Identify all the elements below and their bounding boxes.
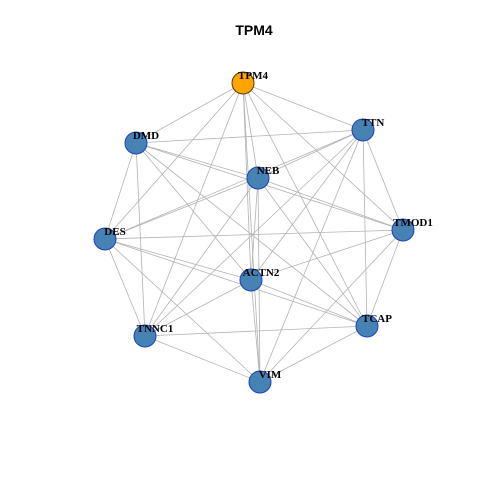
edge-tpm4-vim (242, 82, 261, 383)
node-neb[interactable] (246, 166, 270, 190)
edge-tpm4-des (104, 82, 244, 240)
edge-tpm4-tnnc1 (144, 82, 244, 337)
edge-tnnc1-vim (144, 335, 261, 383)
edge-dmd-actn2 (135, 142, 252, 281)
node-label-tcap: TCAP (362, 313, 392, 325)
node-ttn[interactable] (351, 118, 375, 142)
edge-tmod1-tcap (366, 229, 404, 327)
node-tmod1[interactable] (391, 218, 415, 242)
edge-tmod1-vim (259, 229, 404, 383)
node-des[interactable] (93, 227, 117, 251)
edge-des-actn2 (104, 238, 252, 281)
edge-dmd-tnnc1 (135, 142, 146, 337)
edge-ttn-tmod1 (362, 129, 404, 231)
node-dmd[interactable] (124, 131, 148, 155)
node-layer (93, 71, 415, 394)
edge-tmod1-actn2 (250, 229, 404, 281)
edge-neb-tcap (257, 177, 368, 327)
edge-neb-des (104, 177, 259, 240)
node-label-tnnc1: TNNC1 (137, 323, 174, 335)
edge-ttn-tcap (362, 129, 368, 327)
edge-tpm4-actn2 (242, 82, 252, 281)
node-label-ttn: TTN (362, 117, 385, 129)
edge-tpm4-ttn (242, 82, 364, 131)
edge-tcap-tnnc1 (144, 325, 368, 337)
edge-tmod1-des (104, 229, 404, 240)
node-label-tpm4: TPM4 (238, 70, 268, 82)
edge-tpm4-neb (242, 82, 259, 179)
edge-layer (104, 82, 404, 383)
node-tcap[interactable] (355, 314, 379, 338)
node-label-dmd: DMD (133, 130, 159, 142)
node-tnnc1[interactable] (133, 324, 157, 348)
edge-tcap-vim (259, 325, 368, 383)
node-actn2[interactable] (239, 268, 263, 292)
edge-actn2-tnnc1 (144, 279, 252, 337)
edge-dmd-tmod1 (135, 142, 404, 231)
edge-des-vim (104, 238, 261, 383)
edge-neb-tmod1 (257, 177, 404, 231)
node-label-actn2: ACTN2 (243, 267, 280, 279)
edge-ttn-neb (257, 129, 364, 179)
edge-tpm4-tcap (242, 82, 368, 327)
node-label-neb: NEB (257, 165, 280, 177)
node-vim[interactable] (248, 370, 272, 394)
edge-tpm4-dmd (135, 82, 244, 144)
node-label-des: DES (104, 226, 125, 238)
diagram-title: TPM4 (235, 22, 273, 38)
edge-ttn-vim (259, 129, 364, 383)
edge-ttn-actn2 (250, 129, 364, 281)
edge-dmd-neb (135, 142, 259, 179)
edge-neb-tnnc1 (144, 177, 259, 337)
edge-tpm4-tmod1 (242, 82, 404, 231)
node-tpm4[interactable] (231, 71, 255, 95)
edge-actn2-tcap (250, 279, 368, 327)
edge-dmd-des (104, 142, 137, 240)
edge-ttn-des (104, 129, 364, 240)
node-label-tmod1: TMOD1 (393, 217, 433, 229)
edge-neb-actn2 (250, 177, 259, 281)
edge-ttn-dmd (135, 129, 364, 144)
edge-des-tcap (104, 238, 368, 327)
edge-des-tnnc1 (104, 238, 146, 337)
node-label-vim: VIM (259, 369, 282, 381)
